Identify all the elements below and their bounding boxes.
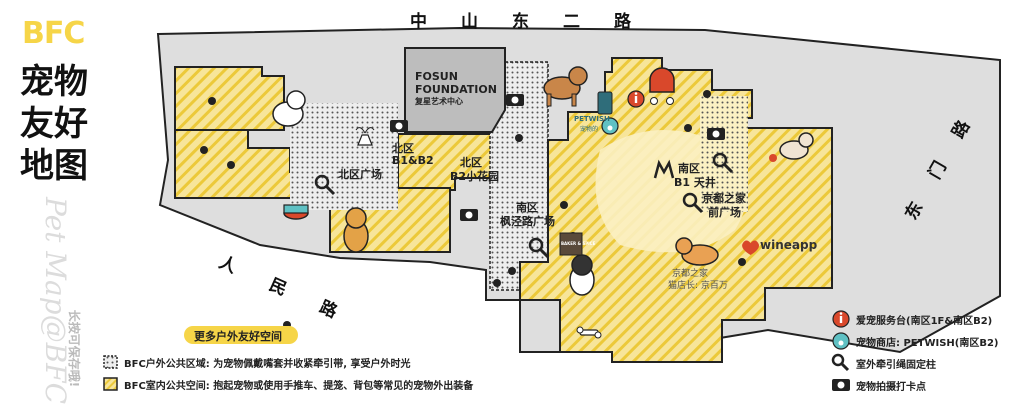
leash-post-icon[interactable] xyxy=(682,192,704,214)
leash-post-icon[interactable] xyxy=(712,152,734,174)
leash-post-icon[interactable] xyxy=(528,237,550,259)
label-north-square: 北区广场 xyxy=(338,168,382,181)
title-line-2: 宠物 xyxy=(20,62,88,102)
label-south-fengjing-2: 枫泾路广场 xyxy=(500,215,555,228)
dog-illustration-bulldog xyxy=(569,254,595,296)
zone-nw-top xyxy=(174,66,285,131)
legend-outdoor-text: BFC户外公共区域: 为宠物佩戴嘴套并收紧牵引带, 享受户外时光 xyxy=(124,359,411,370)
dog-illustration-white xyxy=(272,90,306,127)
baker-spice-logo xyxy=(559,232,583,256)
label-south-atrium-1: 南区 xyxy=(678,162,700,175)
outdoor-north-square xyxy=(290,103,398,210)
m-logo-icon xyxy=(653,159,675,179)
legend-outdoor-swatch xyxy=(103,355,118,369)
legend-more-outdoor-pill xyxy=(184,326,298,344)
wineapp-label: wineapp xyxy=(760,238,818,252)
cat-illustration-east xyxy=(769,132,814,162)
stroller-icon xyxy=(649,67,675,105)
title-line-4: 地图 xyxy=(20,146,88,186)
legend-shop-icon xyxy=(832,332,850,350)
label-north-b1b2-2: B1&B2 xyxy=(392,154,434,167)
m-logo-text: M xyxy=(657,180,662,186)
legend-photo-text: 宠物拍摄打卡点 xyxy=(856,382,926,393)
label-jingdu-square-2: 前广场 xyxy=(708,206,741,219)
service-desk-marker[interactable] xyxy=(627,90,645,108)
legend-more-outdoor[interactable]: 更多户外友好空间 xyxy=(194,330,282,343)
photo-spot-icon[interactable] xyxy=(506,94,524,106)
photo-spot-icon[interactable] xyxy=(390,120,408,132)
label-north-b1b2-1: 北区 xyxy=(392,142,414,155)
cat-caption-1: 京都之家 xyxy=(672,269,709,279)
photo-spot-icon[interactable] xyxy=(707,128,725,140)
legend-service-icon xyxy=(832,310,850,328)
petwish-label: PETWISH xyxy=(574,115,610,123)
legend-camera-icon xyxy=(832,379,850,391)
baker-spice-label: BAKER & SPICE xyxy=(561,241,596,246)
fountain-icon xyxy=(355,127,375,146)
bone-icon xyxy=(576,326,602,339)
title-bfc: BFC xyxy=(22,16,85,51)
dog-illustration-brown xyxy=(543,66,588,107)
fosun-label-1: FOSUN xyxy=(415,70,458,83)
petwish-sub: 宠物的 xyxy=(580,126,599,133)
fosun-building xyxy=(404,47,506,133)
legend-service-text: 爱宠服务台(南区1F&南区B2) xyxy=(856,316,993,327)
legend-leash-text: 室外牵引绳固定柱 xyxy=(856,360,936,371)
label-south-fengjing-1: 南区 xyxy=(516,201,538,214)
cat-caption-2: 猫店长: 京百万 xyxy=(668,281,728,291)
cat-illustration-corgi xyxy=(675,237,719,266)
dog-illustration-sitting xyxy=(343,207,369,253)
label-south-atrium-2: B1 天井 xyxy=(674,176,716,189)
label-north-garden-2: B2小花园 xyxy=(450,170,500,183)
petwish-can-icon xyxy=(597,91,613,115)
legend-leash-icon xyxy=(831,353,850,372)
label-north-garden-1: 北区 xyxy=(460,156,482,169)
photo-spot-icon[interactable] xyxy=(460,209,478,221)
fosun-label-2: FOUNDATION xyxy=(415,83,497,96)
wineapp-heart-icon xyxy=(742,240,759,255)
legend-indoor-text: BFC室内公共空间: 抱起宠物或使用手推车、提笼、背包等常见的宠物外出装备 xyxy=(124,381,474,392)
save-hint-text: 长按可保存哦! xyxy=(67,309,82,388)
title-line-3: 友好 xyxy=(20,104,88,144)
paw-print-icons xyxy=(200,90,746,329)
legend-indoor-swatch xyxy=(103,377,118,391)
food-bowl-icon xyxy=(283,204,309,220)
label-jingdu-square-1: 京都之家 xyxy=(702,192,746,205)
road-name-north: 中山东二路 xyxy=(410,12,665,32)
legend-shop-text: 宠物商店: PETWISH(南区B2) xyxy=(856,338,999,349)
leash-post-icon[interactable] xyxy=(314,174,336,196)
fosun-label-3: 复星艺术中心 xyxy=(415,97,463,106)
pet-shop-marker[interactable] xyxy=(601,117,619,135)
